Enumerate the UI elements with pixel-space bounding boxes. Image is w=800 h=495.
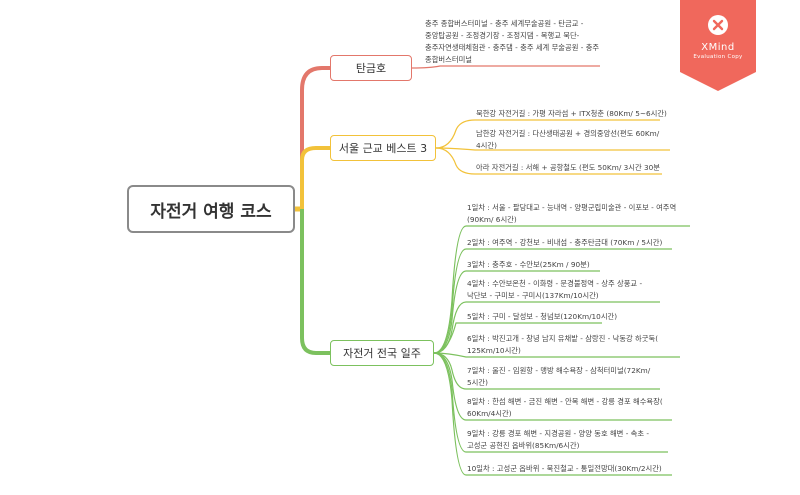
root-topic-label: 자전거 여행 코스 [150, 201, 272, 222]
leaf-connector [433, 322, 602, 354]
watermark-subtitle: Evaluation Copy [693, 54, 743, 60]
leaf-topic[interactable]: 6일차 : 박진고개 - 창녕 남지 유채밭 - 삼랑진 - 낙동강 하굿둑( … [467, 333, 682, 357]
leaf-topic-label: 1일차 : 서울 - 팔당대교 - 능내역 - 양평군립미술관 - 이포보 - … [467, 203, 677, 224]
branch-connector-3 [300, 209, 330, 355]
leaf-topic-label: 남한강 자전거길 : 다산생태공원 + 경의중앙선(편도 60Km/ 4시간) [476, 129, 660, 150]
branch-connector-1 [300, 66, 330, 209]
leaf-topic-label: 2일차 : 여주역 - 강천보 - 비내섬 - 충주탄금대 (70Km / 5시… [467, 238, 663, 247]
branch-topic-label: 탄금호 [355, 62, 387, 75]
leaf-connector [435, 119, 660, 149]
leaf-topic[interactable]: 10일차 : 고성군 옵바위 - 북진철교 - 통일전망대(30Km/2시간) [467, 463, 682, 475]
leaf-topic[interactable]: 아라 자전거길 : 서해 + 공항철도 (편도 50Km/ 3시간 30분 [476, 162, 681, 174]
leaf-connector [433, 352, 672, 476]
leaf-connector [433, 270, 600, 354]
leaf-connector [411, 65, 600, 69]
leaf-topic-label: 6일차 : 박진고개 - 창녕 남지 유채밭 - 삼랑진 - 낙동강 하굿둑( … [467, 334, 659, 355]
leaf-topic-label: 충주 종합버스터미널 - 충주 세계무술공원 - 탄금교 - 중앙탑공원 - 조… [425, 19, 600, 64]
branch-topic-label: 자전거 전국 일주 [343, 347, 421, 360]
branch-connector-2 [300, 146, 330, 209]
leaf-topic[interactable]: 7일차 : 울진 - 임원항 - 맹방 해수욕장 - 삼척터미널(72Km/ 5… [467, 365, 662, 389]
branch-topic-seoul-best3[interactable]: 서울 근교 베스트 3 [330, 135, 436, 161]
leaf-topic-label: 9일차 : 강릉 경포 해변 - 지경공원 - 양양 동호 해변 - 속초 - … [467, 429, 650, 450]
leaf-topic[interactable]: 3일차 : 충주호 - 수안보(25Km / 90분) [467, 259, 617, 271]
leaf-topic-label: 북한강 자전거길 : 가평 자라섬 + ITX청춘 (80Km/ 5~6시간) [476, 109, 667, 118]
leaf-topic-label: 3일차 : 충주호 - 수안보(25Km / 90분) [467, 260, 590, 269]
leaf-topic-label: 8일차 : 한섬 해변 - 금진 해변 - 안목 해변 - 강릉 경포 해수욕장… [467, 397, 663, 418]
leaf-topic[interactable]: 8일차 : 한섬 해변 - 금진 해변 - 안목 해변 - 강릉 경포 해수욕장… [467, 396, 672, 420]
watermark-brand: XMind [701, 42, 735, 53]
leaf-topic[interactable]: 남한강 자전거길 : 다산생태공원 + 경의중앙선(편도 60Km/ 4시간) [476, 128, 671, 152]
xmind-watermark [680, 0, 756, 91]
leaf-topic-label: 7일차 : 울진 - 임원항 - 맹방 해수욕장 - 삼척터미널(72Km/ 5… [467, 366, 651, 387]
leaf-topic-label: 10일차 : 고성군 옵바위 - 북진철교 - 통일전망대(30Km/2시간) [467, 464, 662, 473]
leaf-topic-label: 아라 자전거길 : 서해 + 공항철도 (편도 50Km/ 3시간 30분 [476, 163, 660, 172]
branch-topic-national-tour[interactable]: 자전거 전국 일주 [330, 340, 434, 366]
leaf-topic-label: 5일차 : 구미 - 달성보 - 청넘보(120Km/10시간) [467, 312, 618, 321]
leaf-topic[interactable]: 9일차 : 강릉 경포 해변 - 지경공원 - 양양 동호 해변 - 속초 - … [467, 428, 667, 452]
leaf-connector [435, 147, 662, 175]
leaf-topic[interactable]: 5일차 : 구미 - 달성보 - 청넘보(120Km/10시간) [467, 311, 617, 323]
root-topic[interactable]: 자전거 여행 코스 [127, 185, 295, 233]
leaf-topic[interactable]: 1일차 : 서울 - 팔당대교 - 능내역 - 양평군립미술관 - 이포보 - … [467, 202, 692, 226]
leaf-topic-label: 4일차 : 수안보온천 - 이화령 - 문경불정역 - 상주 상풍교 - 낙단보… [467, 279, 643, 300]
branch-topic-tangeumho[interactable]: 탄금호 [330, 55, 412, 81]
leaf-topic[interactable]: 2일차 : 여주역 - 강천보 - 비내섬 - 충주탄금대 (70Km / 5시… [467, 237, 677, 249]
leaf-connector [433, 248, 672, 354]
leaf-topic[interactable]: 4일차 : 수안보온천 - 이화령 - 문경불정역 - 상주 상풍교 - 낙단보… [467, 278, 657, 302]
leaf-connector [433, 225, 690, 354]
leaf-topic[interactable]: 충주 종합버스터미널 - 충주 세계무술공원 - 탄금교 - 중앙탑공원 - 조… [425, 18, 605, 66]
leaf-connector [433, 352, 660, 390]
branch-topic-label: 서울 근교 베스트 3 [338, 142, 428, 155]
leaf-topic[interactable]: 북한강 자전거길 : 가평 자라섬 + ITX청춘 (80Km/ 5~6시간) [476, 108, 681, 120]
xmind-icon [708, 15, 728, 35]
